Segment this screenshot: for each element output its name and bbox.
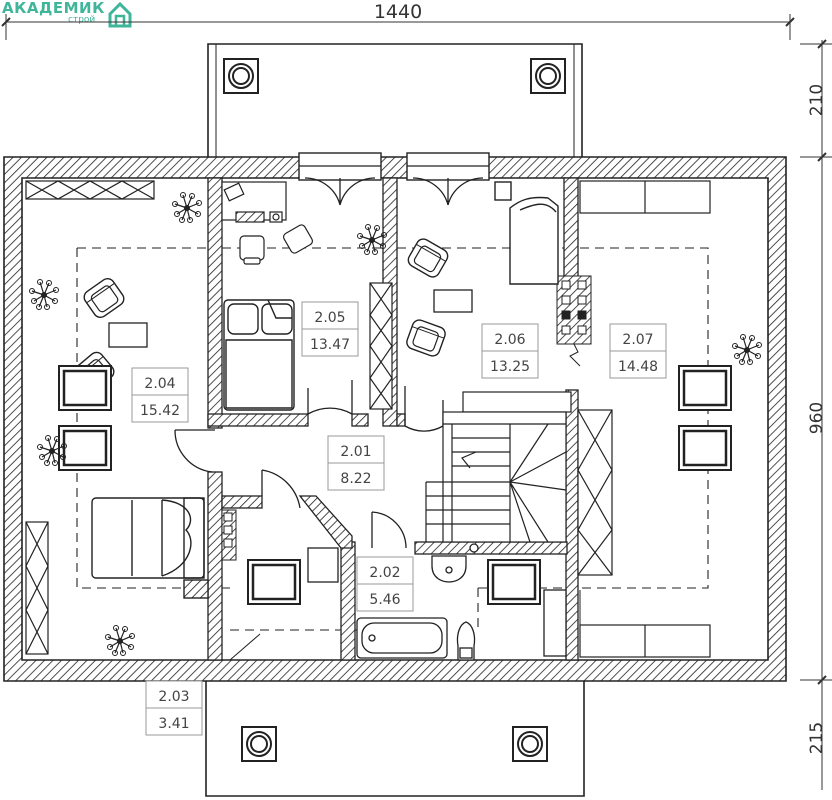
room-area: 13.47 bbox=[310, 337, 350, 353]
balcony-bottom bbox=[205, 680, 585, 797]
room-number: 2.06 bbox=[494, 332, 525, 348]
dimension-balcony-top: 210 bbox=[807, 84, 827, 116]
room-label-r207: 2.07 14.48 bbox=[609, 323, 667, 379]
balcony-top bbox=[207, 43, 583, 157]
room-label-r203: 2.03 3.41 bbox=[145, 680, 203, 736]
bathroom-fixtures bbox=[307, 543, 567, 661]
desk-room-2-05 bbox=[221, 181, 314, 265]
room-area: 14.48 bbox=[618, 359, 658, 375]
ventilation-block bbox=[221, 275, 592, 561]
room-label-r202: 2.02 5.46 bbox=[356, 556, 414, 612]
dimension-balcony-bottom: 215 bbox=[807, 722, 827, 754]
vent-right-top bbox=[530, 58, 566, 94]
doors bbox=[174, 177, 484, 549]
interior-walls bbox=[207, 177, 579, 661]
house-logo-icon bbox=[108, 1, 132, 28]
dimension-lines bbox=[1, 14, 832, 790]
room-area: 5.46 bbox=[369, 592, 400, 608]
built-in-wardrobes bbox=[25, 180, 711, 658]
room-label-r204: 2.04 15.42 bbox=[131, 367, 189, 423]
room-number: 2.04 bbox=[144, 376, 175, 392]
misc-lines bbox=[229, 590, 581, 661]
room-number: 2.07 bbox=[622, 332, 653, 348]
room-number: 2.01 bbox=[340, 444, 371, 460]
room-area: 15.42 bbox=[140, 403, 180, 419]
company-logo: АКАДЕМИК строй bbox=[2, 0, 133, 28]
room-number: 2.03 bbox=[158, 689, 189, 705]
vent-left-top bbox=[223, 58, 259, 94]
room-labels: 2.04 15.42 2.05 13.47 2.06 13.25 2.07 14.48 2.01… bbox=[131, 301, 667, 736]
exterior-walls bbox=[3, 152, 787, 682]
bed-room-2-06 bbox=[494, 181, 559, 285]
room-number: 2.02 bbox=[369, 565, 400, 581]
staircase bbox=[425, 391, 572, 543]
small-tables bbox=[108, 289, 473, 348]
room-label-r206: 2.06 13.25 bbox=[481, 323, 539, 379]
bed-room-2-04 bbox=[91, 497, 209, 599]
room-number: 2.05 bbox=[314, 310, 345, 326]
room-label-r205: 2.05 13.47 bbox=[301, 301, 359, 357]
room-label-r201: 2.01 8.22 bbox=[327, 435, 385, 491]
logo-brand-text: АКАДЕМИК bbox=[2, 0, 105, 17]
room-area: 8.22 bbox=[340, 471, 371, 487]
logo-sub-text: строй bbox=[68, 15, 96, 25]
room-area: 3.41 bbox=[158, 716, 189, 732]
vent-left-bottom bbox=[241, 726, 277, 762]
vent-right-bottom bbox=[512, 726, 548, 762]
dimension-width: 1440 bbox=[374, 1, 422, 23]
room-area: 13.25 bbox=[490, 359, 530, 375]
bed-room-2-05 bbox=[223, 299, 295, 411]
dimension-house-depth: 960 bbox=[807, 402, 827, 434]
